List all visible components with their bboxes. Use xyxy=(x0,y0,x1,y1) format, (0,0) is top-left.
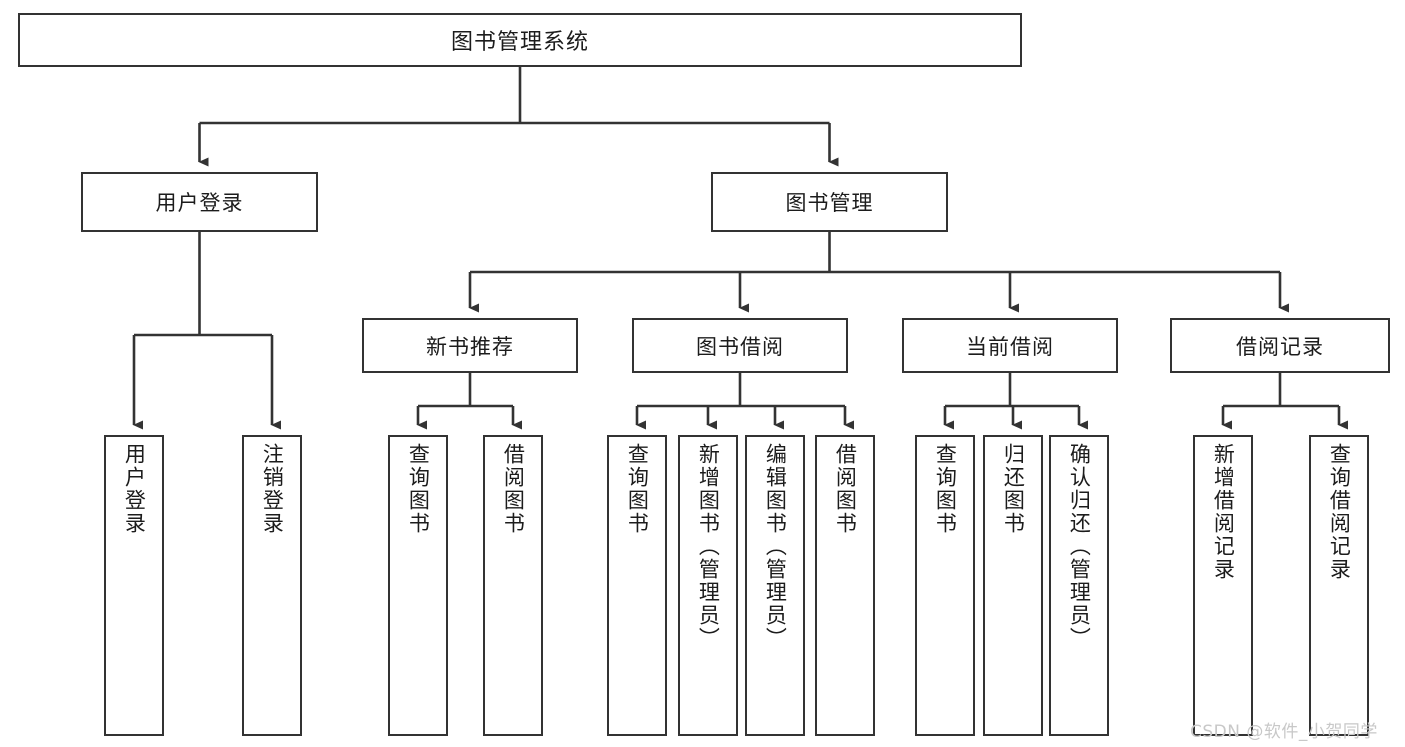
node-current-borrow[interactable]: 当前借阅 xyxy=(902,318,1118,373)
node-leaf-query-book-borrow[interactable]: 查询图书 xyxy=(607,435,667,736)
node-label: 新增图书（管理员） xyxy=(696,443,721,650)
node-new-book-rec[interactable]: 新书推荐 xyxy=(362,318,578,373)
node-user-login[interactable]: 用户登录 xyxy=(81,172,318,232)
node-label: 当前借阅 xyxy=(966,334,1054,359)
node-leaf-edit-book[interactable]: 编辑图书（管理员） xyxy=(745,435,805,736)
node-leaf-query-record[interactable]: 查询借阅记录 xyxy=(1309,435,1369,736)
node-borrow-record[interactable]: 借阅记录 xyxy=(1170,318,1390,373)
node-leaf-add-book[interactable]: 新增图书（管理员） xyxy=(678,435,738,736)
node-book-borrow[interactable]: 图书借阅 xyxy=(632,318,848,373)
node-label: 查询借阅记录 xyxy=(1327,443,1352,581)
node-label: 图书管理 xyxy=(785,191,874,215)
node-label: 注销登录 xyxy=(260,443,285,535)
node-label: 编辑图书（管理员） xyxy=(763,443,788,650)
node-label: 用户登录 xyxy=(155,191,244,215)
node-leaf-logout[interactable]: 注销登录 xyxy=(242,435,302,736)
node-book-manage[interactable]: 图书管理 xyxy=(711,172,948,232)
node-leaf-user-login[interactable]: 用户登录 xyxy=(104,435,164,736)
node-label: 确认归还（管理员） xyxy=(1067,443,1092,650)
node-leaf-query-book-rec[interactable]: 查询图书 xyxy=(388,435,448,736)
node-label: 新增借阅记录 xyxy=(1211,443,1236,581)
node-leaf-query-book-cur[interactable]: 查询图书 xyxy=(915,435,975,736)
node-label: 查询图书 xyxy=(625,443,650,535)
node-label: 图书管理系统 xyxy=(450,30,589,55)
node-label: 借阅记录 xyxy=(1236,334,1324,359)
node-leaf-borrow-book-rec[interactable]: 借阅图书 xyxy=(483,435,543,736)
node-label: 新书推荐 xyxy=(426,334,514,359)
node-label: 查询图书 xyxy=(406,443,431,535)
node-root[interactable]: 图书管理系统 xyxy=(18,13,1022,67)
node-leaf-add-record[interactable]: 新增借阅记录 xyxy=(1193,435,1253,736)
node-leaf-confirm-return[interactable]: 确认归还（管理员） xyxy=(1049,435,1109,736)
node-label: 查询图书 xyxy=(933,443,958,535)
node-label: 借阅图书 xyxy=(833,443,858,535)
node-label: 借阅图书 xyxy=(501,443,526,535)
node-label: 归还图书 xyxy=(1001,443,1026,535)
node-label: 用户登录 xyxy=(122,443,147,535)
node-leaf-return-book[interactable]: 归还图书 xyxy=(983,435,1043,736)
node-leaf-borrow-book[interactable]: 借阅图书 xyxy=(815,435,875,736)
watermark-text: CSDN @软件_小贺同学 xyxy=(1190,722,1378,742)
node-label: 图书借阅 xyxy=(696,334,784,359)
